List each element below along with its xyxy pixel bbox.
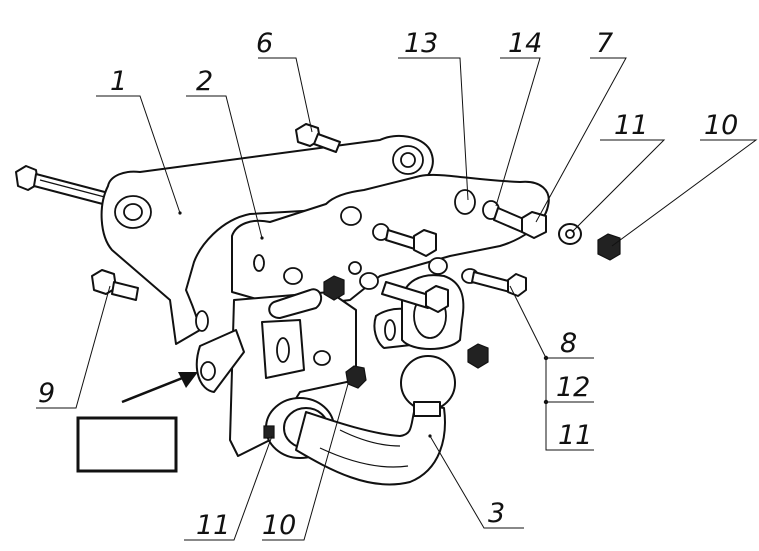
callout-12: 12 (556, 372, 590, 403)
callout-9: 9 (38, 378, 55, 409)
callout-6: 6 (256, 28, 273, 59)
callout-7: 7 (596, 28, 613, 59)
callout-8: 8 (560, 328, 577, 359)
part-8-bolt (428, 257, 527, 297)
callout-13: 13 (404, 28, 438, 59)
callout-11-right: 11 (558, 420, 592, 451)
callout-11-bottom: 11 (196, 510, 230, 541)
callout-10-bottom: 10 (262, 510, 296, 541)
callout-labels: 1 2 6 13 14 7 11 10 8 12 11 9 3 11 10 (38, 28, 738, 541)
part-9-bolt (91, 269, 139, 301)
callout-10-right: 10 (704, 110, 738, 141)
empty-label-box (76, 416, 178, 473)
part-10-nut-lower (313, 350, 367, 389)
clamp-bolt (381, 281, 449, 313)
callout-1: 1 (110, 66, 127, 97)
front-nuts (323, 261, 489, 369)
upper-bolts (340, 189, 547, 257)
callout-2: 2 (196, 66, 213, 97)
part-3-hook-arm (295, 355, 456, 486)
right-washer-and-nut (558, 223, 621, 261)
ball-clamp (401, 274, 465, 350)
callout-14: 14 (508, 28, 542, 59)
indicator-arrow (121, 372, 198, 404)
callout-3: 3 (488, 498, 505, 529)
part-6-bolt (295, 123, 341, 153)
leader-lines (36, 57, 758, 541)
callout-11-top: 11 (614, 110, 648, 141)
